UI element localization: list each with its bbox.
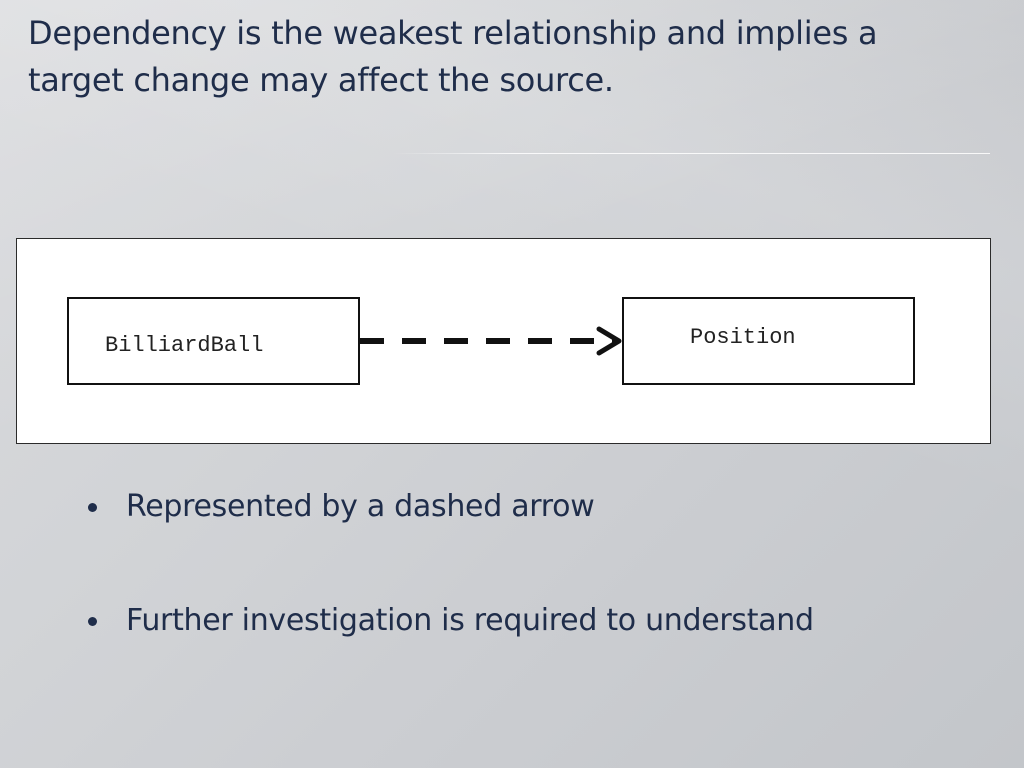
uml-class-target: Position	[622, 297, 915, 385]
bullet-list: Represented by a dashed arrow Further in…	[86, 484, 814, 712]
slide-title: Dependency is the weakest relationship a…	[28, 14, 878, 99]
bullet-item: Represented by a dashed arrow	[86, 484, 814, 530]
bullet-item: Further investigation is required to und…	[86, 598, 814, 644]
dependency-arrow	[360, 326, 622, 356]
open-arrowhead	[596, 326, 622, 356]
bullet-icon	[88, 503, 97, 512]
uml-class-source: BilliardBall	[67, 297, 360, 385]
uml-diagram-panel: BilliardBall Position	[16, 238, 991, 444]
bullet-text: Represented by a dashed arrow	[126, 489, 595, 524]
bullet-text: Further investigation is required to und…	[126, 603, 814, 638]
bullet-icon	[88, 617, 97, 626]
source-class-name: BilliardBall	[105, 333, 264, 358]
target-class-name: Position	[690, 325, 796, 350]
title-divider	[392, 153, 990, 154]
